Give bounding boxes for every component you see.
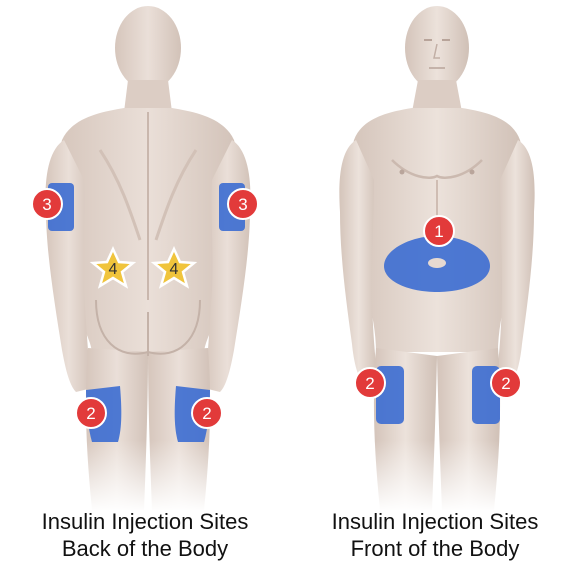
back-head xyxy=(115,6,181,90)
caption-back-line2: Back of the Body xyxy=(0,535,290,562)
caption-front-line1: Insulin Injection Sites xyxy=(290,508,580,535)
back-body-figure xyxy=(46,6,251,512)
marker-front-thigh-right: 2 xyxy=(491,368,521,398)
back-leg-fade xyxy=(80,440,220,512)
marker-back-thigh-right: 2 xyxy=(192,398,222,428)
marker-label: 4 xyxy=(170,261,179,278)
front-nipple xyxy=(400,170,405,175)
front-head xyxy=(405,6,469,90)
front-leg-fade xyxy=(366,440,508,512)
caption-front: Insulin Injection Sites Front of the Bod… xyxy=(290,508,580,562)
marker-front-thigh-left: 2 xyxy=(355,368,385,398)
marker-label: 2 xyxy=(365,374,374,393)
marker-label: 3 xyxy=(238,195,247,214)
navel-gap xyxy=(428,258,446,268)
caption-back: Insulin Injection Sites Back of the Body xyxy=(0,508,290,562)
marker-label: 4 xyxy=(109,261,118,278)
marker-label: 3 xyxy=(42,195,51,214)
caption-back-line1: Insulin Injection Sites xyxy=(0,508,290,535)
marker-label: 2 xyxy=(86,404,95,423)
marker-front-abdomen: 1 xyxy=(424,216,454,246)
marker-back-arm-right: 3 xyxy=(228,189,258,219)
front-nipple xyxy=(470,170,475,175)
front-left-arm xyxy=(339,140,378,384)
marker-label: 2 xyxy=(501,374,510,393)
back-neck xyxy=(124,80,172,112)
marker-back-arm-left: 3 xyxy=(32,189,62,219)
front-right-arm xyxy=(496,140,535,384)
marker-back-thigh-left: 2 xyxy=(76,398,106,428)
caption-front-line2: Front of the Body xyxy=(290,535,580,562)
front-neck xyxy=(412,80,462,112)
marker-label: 1 xyxy=(434,222,443,241)
marker-label: 2 xyxy=(202,404,211,423)
